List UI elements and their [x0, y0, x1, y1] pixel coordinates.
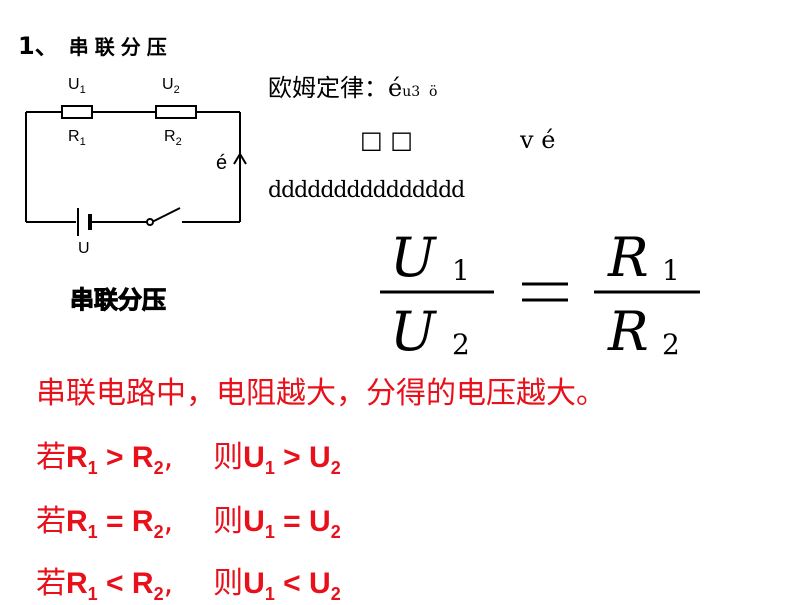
formula-den-right: R — [607, 300, 649, 363]
garbled-text-1: □ □ — [360, 126, 413, 154]
switch-blade — [151, 207, 181, 223]
r1-label: R1 — [68, 128, 86, 149]
formula-den-left: U — [390, 300, 437, 363]
garbled-text-2: v é — [520, 126, 556, 154]
formula-num-left-sub: 1 — [452, 254, 470, 287]
source-voltage-label: U — [78, 240, 90, 257]
resistor-r1 — [61, 105, 93, 119]
section-heading: 1、串联分压 — [18, 26, 173, 61]
relation-greater: 若R1 > R2,则U1 > U2 — [36, 440, 341, 478]
resistor-r2 — [155, 105, 197, 119]
series-circuit-diagram — [25, 105, 247, 236]
r2-label: R2 — [164, 128, 182, 149]
section-title: 串联分压 — [68, 35, 173, 59]
circuit-caption: 串联分压 — [70, 286, 167, 315]
section-number: 1、 — [18, 32, 59, 60]
current-label: é — [216, 152, 228, 174]
ohm-law-line: 欧姆定律：éu3 ö — [268, 74, 442, 102]
u1-label: U1 — [68, 76, 86, 97]
voltage-ratio-formula: U 1 U 2 R 1 R 2 — [380, 226, 700, 363]
formula-num-left: U — [390, 226, 437, 289]
formula-den-right-sub: 2 — [662, 328, 680, 361]
relation-less: 若R1 < R2,则U1 < U2 — [36, 566, 341, 604]
relation-equal: 若R1 = R2,则U1 = U2 — [36, 504, 341, 542]
formula-num-right: R — [607, 226, 649, 289]
u2-label: U2 — [162, 76, 180, 97]
switch-pivot — [146, 218, 154, 226]
series-rule-statement: 串联电路中，电阻越大，分得的电压越大。 — [36, 376, 606, 411]
formula-num-right-sub: 1 — [662, 254, 680, 287]
formula-den-left-sub: 2 — [452, 328, 470, 361]
garbled-text-3: ddddddddddddddd — [268, 178, 465, 203]
